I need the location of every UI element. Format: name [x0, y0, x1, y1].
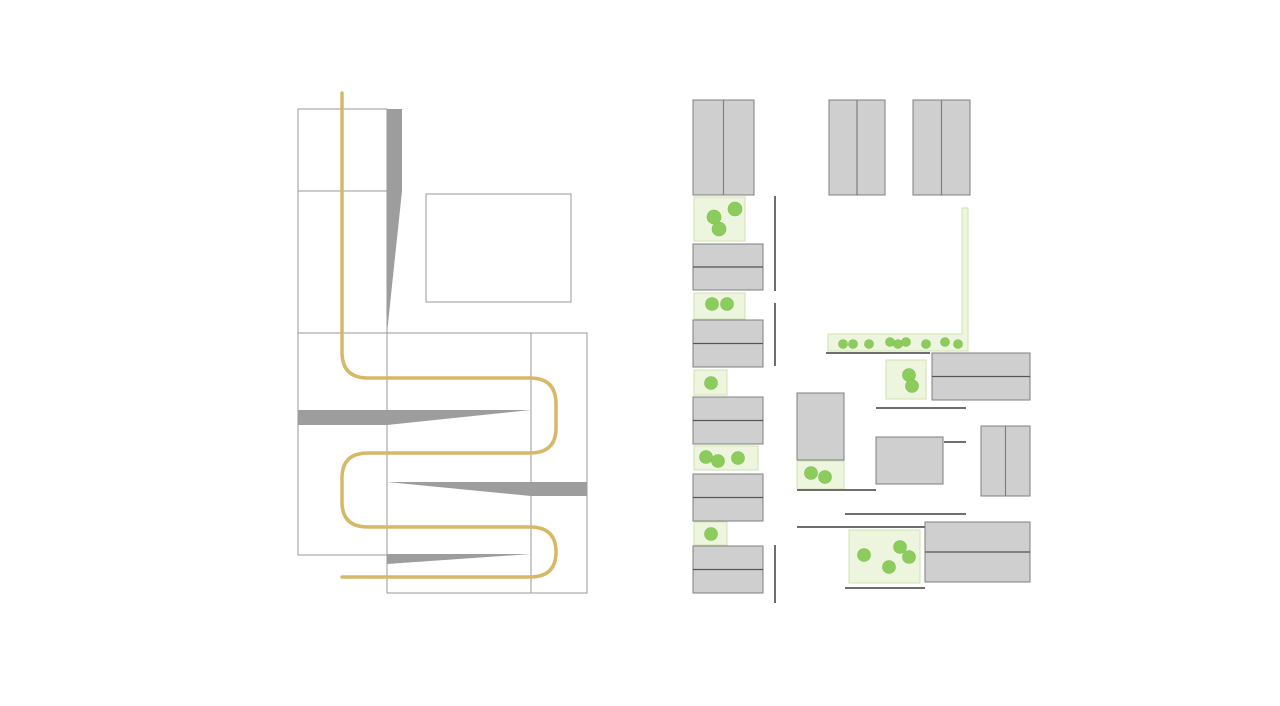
tree: [905, 379, 919, 393]
building: [692, 545, 764, 594]
tree: [857, 548, 871, 562]
tree: [727, 201, 743, 217]
outline-block: [297, 332, 388, 556]
building-body: [796, 392, 845, 461]
tree: [864, 339, 874, 349]
tree: [901, 337, 911, 347]
building: [875, 436, 944, 485]
building: [692, 473, 764, 522]
building: [692, 99, 755, 196]
tree: [838, 339, 848, 349]
meandering-path: [340, 91, 558, 579]
tree: [699, 450, 713, 464]
building: [692, 243, 764, 291]
green-strip: [827, 207, 969, 352]
outline-block: [530, 332, 588, 594]
walking-path: [340, 91, 558, 579]
tree: [953, 339, 963, 349]
building: [924, 521, 1031, 583]
shadow-wedge: [298, 410, 531, 425]
building: [980, 425, 1031, 497]
building: [796, 392, 845, 461]
tree: [804, 466, 818, 480]
walls: [774, 196, 966, 603]
tree: [848, 339, 858, 349]
building: [692, 396, 764, 445]
shadow-wedges: [298, 109, 587, 564]
outline-block: [425, 193, 572, 303]
building: [692, 319, 764, 368]
trees: [699, 201, 963, 574]
site-plan: [692, 99, 1031, 603]
tree: [902, 550, 916, 564]
tree: [704, 527, 718, 541]
building-blocks: [692, 99, 1031, 594]
shadow-wedge: [387, 482, 587, 496]
tree: [711, 221, 727, 237]
building: [828, 99, 886, 196]
tree: [711, 454, 725, 468]
tree: [720, 297, 734, 311]
tree: [921, 339, 931, 349]
tree: [940, 337, 950, 347]
shadow-wedge: [387, 554, 531, 564]
building: [931, 352, 1031, 401]
building-body: [875, 436, 944, 485]
tree: [882, 560, 896, 574]
tree: [705, 297, 719, 311]
tree: [731, 451, 745, 465]
tree: [893, 339, 903, 349]
shadow-wedge: [387, 109, 402, 333]
tree: [704, 376, 718, 390]
circulation-diagram: [297, 91, 588, 594]
tree: [818, 470, 832, 484]
tree: [885, 337, 895, 347]
green-courtyard: [693, 292, 746, 320]
building: [912, 99, 971, 196]
tree: [893, 540, 907, 554]
